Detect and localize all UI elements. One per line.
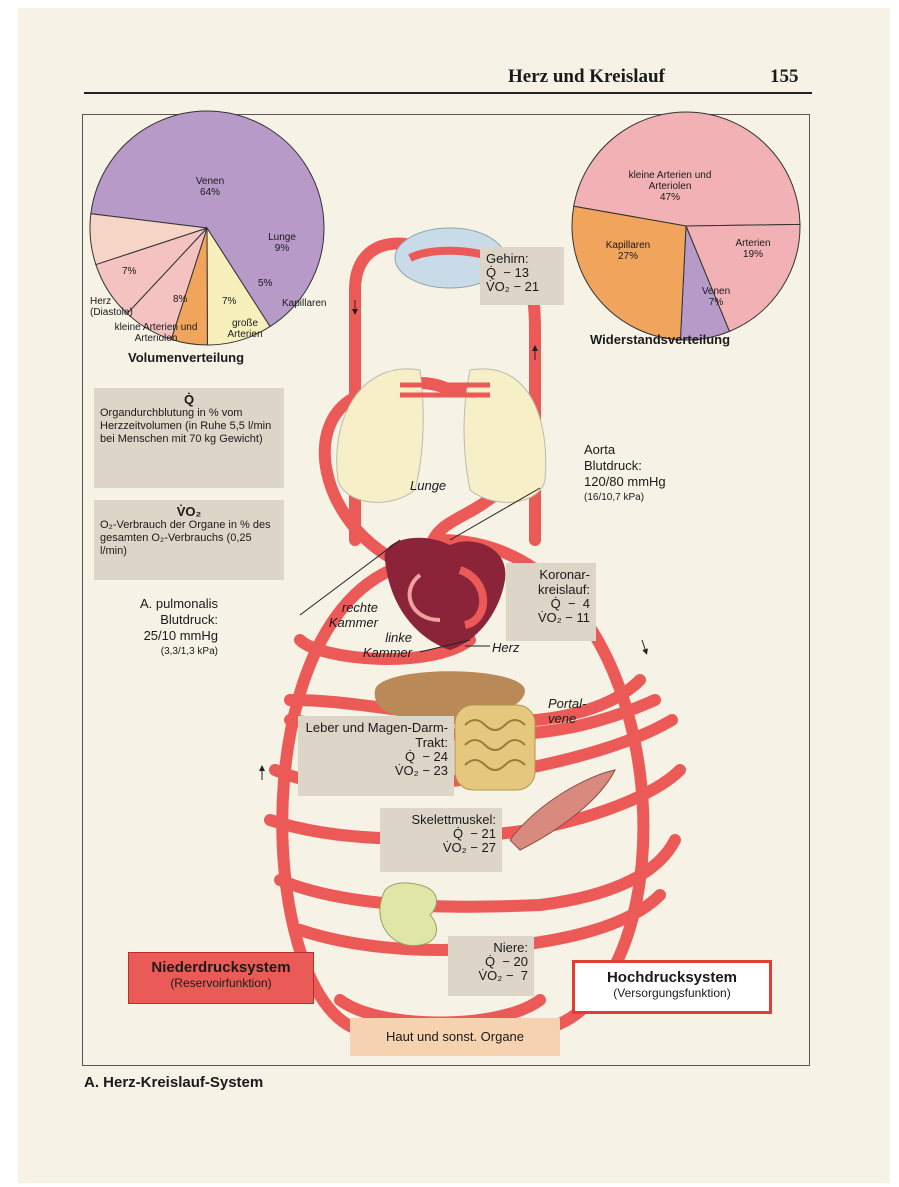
vol-lunge-name: Lunge [260, 232, 304, 243]
niere-q: Q̇ − 20 [454, 955, 528, 969]
vol-venen-name: Venen [180, 176, 240, 187]
blood-vessels [270, 243, 680, 1030]
vol-lunge-label: Lunge 9% [260, 232, 304, 254]
pulmonalis-mmhg: 25/10 mmHg [108, 628, 218, 643]
leber-vo2: V̇O₂ − 23 [304, 764, 448, 778]
aorta-mmhg: 120/80 mmHg [584, 474, 666, 489]
vol-grosse-arterien-name: große Arterien [220, 318, 270, 340]
niederdrucksystem-title: Niederdrucksystem [129, 959, 313, 976]
niederdrucksystem-sub: (Reservoirfunktion) [129, 976, 313, 990]
pulmonalis-bp-label: Blutdruck: [108, 612, 218, 627]
vol-kapillaren-name: Kapillaren [282, 298, 326, 309]
vol-grosse-arterien-value: 7% [222, 296, 236, 307]
res-kapillaren-value: 27% [598, 251, 658, 262]
legend-q-text: Organdurchblutung in % vom Herzzeitvolum… [100, 407, 278, 446]
aorta-bp-label: Blutdruck: [584, 458, 642, 473]
leber-q: Q̇ − 24 [304, 750, 448, 764]
hochdrucksystem-box: Hochdrucksystem (Versorgungsfunktion) [572, 960, 772, 1014]
legend-vo2-text: O₂-Verbrauch der Organe in % des gesamte… [100, 519, 278, 558]
res-arterien-name: Arterien [728, 238, 778, 249]
organ-box-gehirn: Gehirn: Q̇ − 13 V̇O₂ − 21 [480, 247, 564, 305]
res-kleine-arterien-value: 47% [628, 192, 712, 203]
legend-q-symbol: Q̇ [100, 392, 278, 407]
res-venen-name: Venen [698, 286, 734, 297]
niere-name: Niere: [454, 940, 528, 955]
gehirn-name: Gehirn: [486, 251, 558, 266]
resistance-pie-slice-3 [572, 206, 686, 340]
resistance-pie-slice-0 [574, 112, 800, 226]
koronar-name: Koronar-kreislauf: [512, 567, 590, 597]
leber-name: Leber und Magen-Darm-Trakt: [304, 720, 448, 750]
aorta-kpa: (16/10,7 kPa) [584, 492, 644, 503]
legend-vo2-box: V̇O₂ O₂-Verbrauch der Organe in % des ge… [94, 500, 284, 580]
gehirn-q: Q̇ − 13 [486, 266, 558, 280]
skelettmuskel-name: Skelettmuskel: [386, 812, 496, 827]
haut-organe-box: Haut und sonst. Organe [350, 1018, 560, 1056]
skelettmuskel-q: Q̇ − 21 [386, 827, 496, 841]
koronar-vo2: V̇O₂ − 11 [512, 611, 590, 625]
organ-box-skelettmuskel: Skelettmuskel: Q̇ − 21 V̇O₂ − 27 [380, 808, 502, 872]
lunge-label: Lunge [410, 478, 446, 493]
aorta-label: Aorta [584, 442, 615, 457]
res-kleine-arterien-name: kleine Arterien und Arteriolen [628, 170, 712, 192]
vol-herz-value: 7% [122, 266, 136, 277]
res-venen-label: Venen 7% [698, 286, 734, 308]
niere-vo2: V̇O₂ − 7 [454, 969, 528, 983]
hochdrucksystem-sub: (Versorgungsfunktion) [575, 986, 769, 1000]
rechte-kammer-label: rechte Kammer [320, 600, 378, 630]
legend-vo2-symbol: V̇O₂ [100, 504, 278, 519]
portalvene-label: Portal-vene [548, 696, 594, 726]
niederdrucksystem-box: Niederdrucksystem (Reservoirfunktion) [128, 952, 314, 1004]
intestine-illustration [455, 705, 535, 790]
linke-kammer-label: linke Kammer [350, 630, 412, 660]
legend-q-box: Q̇ Organdurchblutung in % vom Herzzeitvo… [94, 388, 284, 488]
res-venen-value: 7% [698, 297, 734, 308]
res-kapillaren-name: Kapillaren [598, 240, 658, 251]
organ-box-leber: Leber und Magen-Darm-Trakt: Q̇ − 24 V̇O₂… [298, 716, 454, 796]
hochdrucksystem-title: Hochdrucksystem [575, 969, 769, 986]
organ-box-koronar: Koronar-kreislauf: Q̇ − 4 V̇O₂ − 11 [506, 563, 596, 641]
vol-herz-name: Herz (Diastole) [90, 296, 146, 318]
volume-pie-title: Volumenverteilung [128, 350, 244, 365]
figure-caption: A. Herz-Kreislauf-System [84, 1074, 263, 1091]
vol-venen-value: 64% [180, 187, 240, 198]
vol-kapillaren-value: 5% [258, 278, 272, 289]
vol-lunge-value: 9% [260, 243, 304, 254]
kidney-illustration [380, 883, 437, 946]
skelettmuskel-vo2: V̇O₂ − 27 [386, 841, 496, 855]
res-kapillaren-label: Kapillaren 27% [598, 240, 658, 262]
pulmonalis-label: A. pulmonalis [108, 596, 218, 611]
pulmonalis-kpa: (3,3/1,3 kPa) [108, 646, 218, 657]
flow-arrow [642, 640, 646, 652]
organ-box-niere: Niere: Q̇ − 20 V̇O₂ − 7 [448, 936, 534, 996]
vol-kleine-arterien-name: kleine Arterien und Arteriolen [106, 322, 206, 344]
gehirn-vo2: V̇O₂ − 21 [486, 280, 558, 294]
res-kleine-arterien-label: kleine Arterien und Arteriolen 47% [628, 170, 712, 203]
vol-kleine-arterien-value: 8% [173, 294, 187, 305]
res-arterien-label: Arterien 19% [728, 238, 778, 260]
vol-venen-label: Venen 64% [180, 176, 240, 198]
resistance-pie-title: Widerstandsverteilung [590, 332, 730, 347]
resistance-pie-chart [572, 112, 800, 340]
koronar-q: Q̇ − 4 [512, 597, 590, 611]
herz-label: Herz [492, 640, 519, 655]
res-arterien-value: 19% [728, 249, 778, 260]
